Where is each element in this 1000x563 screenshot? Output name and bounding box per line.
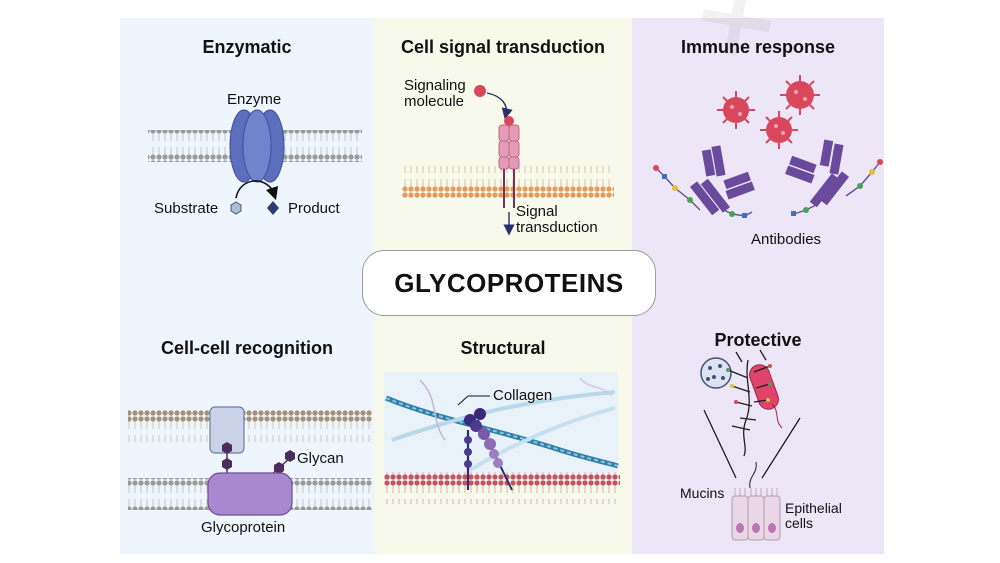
virus-particle-icon [700, 357, 732, 389]
immune-title: Immune response [680, 37, 836, 57]
mucin-network-accents [726, 364, 772, 404]
collagen-label: Collagen [493, 387, 553, 404]
structural-membrane [384, 472, 620, 504]
product-label: Product [288, 200, 340, 217]
center-title-box: GLYCOPROTEINS [362, 250, 656, 316]
epithelial-cells [731, 461, 781, 541]
glycoprotein-shape [207, 472, 293, 516]
signal-title: Cell signal transduction [400, 37, 606, 57]
product-diamond [267, 201, 279, 215]
receptor-protein [498, 116, 520, 208]
epithelial-label-2: cells [785, 515, 814, 531]
immune-panel-bg [632, 18, 884, 554]
substrate-hexagon [230, 201, 242, 215]
virus-icon [780, 75, 820, 115]
recognition-membrane-top [128, 410, 372, 442]
substrate-label: Substrate [154, 200, 219, 217]
antibodies-label: Antibodies [751, 231, 822, 248]
collagen-fibers [385, 377, 619, 472]
glycan-chain [791, 159, 883, 216]
protective-title: Protective [714, 330, 802, 350]
enzymatic-title: Enzymatic [202, 37, 292, 57]
signaling-molecule-dot [474, 85, 486, 97]
epithelial-label-1: Epithelial [785, 500, 842, 516]
virus-icon [717, 91, 755, 129]
glycan-chain [222, 442, 295, 477]
enzymatic-panel-bg [120, 18, 374, 554]
recognition-title: Cell-cell recognition [160, 338, 334, 358]
mucin-network [727, 349, 771, 457]
signaling-molecule-label-2: molecule [404, 93, 465, 110]
signaling-molecule-label-1: Signaling [404, 77, 466, 94]
signal-transduction-label-2: transduction [516, 219, 598, 236]
signal-membrane [402, 166, 614, 198]
enzyme-label: Enzyme [227, 91, 282, 108]
virus-icon [760, 111, 798, 149]
structural-glycoprotein [464, 408, 513, 491]
antibody-icon [689, 145, 755, 216]
collagen-pointer [457, 395, 469, 406]
glycan-chain [653, 165, 753, 218]
antibody-icon [785, 139, 850, 208]
center-title: GLYCOPROTEINS [394, 267, 624, 298]
zoom-lines [703, 409, 801, 479]
enzyme-shape [229, 109, 285, 183]
glycoprotein-label: Glycoprotein [201, 519, 286, 536]
enzyme-reaction-arrow [235, 180, 279, 201]
structural-title: Structural [460, 338, 546, 358]
signal-arrow [486, 92, 513, 120]
bacterium-icon [749, 364, 783, 429]
mucins-label: Mucins [680, 485, 725, 501]
signal-transduction-label-1: Signal [516, 203, 558, 220]
glycan-label: Glycan [297, 450, 344, 467]
